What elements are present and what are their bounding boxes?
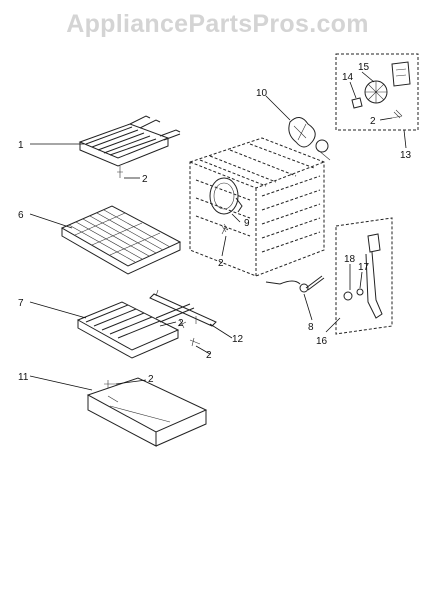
leader-lines	[29, 71, 407, 391]
callout-2: 2	[148, 374, 154, 385]
temperature-sensor	[265, 275, 325, 293]
callout-7: 7	[18, 298, 24, 309]
watermark: AppliancePartsPros.com	[66, 10, 369, 38]
convection-fan	[288, 117, 331, 161]
bracket-rail	[149, 289, 217, 327]
callout-2: 2	[178, 318, 184, 329]
callout-16: 16	[316, 336, 328, 347]
callout-15: 15	[358, 62, 370, 73]
callout-6: 6	[18, 210, 24, 221]
broil-element	[78, 115, 181, 178]
callout-13: 13	[400, 150, 412, 161]
callout-18: 18	[344, 254, 356, 265]
callout-2: 2	[206, 350, 212, 361]
latch-box	[335, 217, 393, 335]
screw-icons	[104, 115, 403, 388]
callout-10: 10	[256, 88, 268, 99]
oven-cavity	[189, 137, 325, 277]
bake-element	[76, 301, 195, 359]
callout-17: 17	[358, 262, 370, 273]
callout-1: 1	[18, 140, 24, 151]
callout-11: 11	[18, 372, 29, 383]
callout-9: 9	[244, 218, 250, 229]
callout-8: 8	[308, 322, 314, 333]
oven-rack	[60, 205, 182, 275]
callout-2: 2	[142, 174, 148, 185]
callout-12: 12	[232, 334, 244, 345]
fan-motor-box	[335, 53, 419, 131]
callout-2: 2	[370, 116, 376, 127]
callout-2: 2	[218, 258, 224, 269]
drip-tray	[86, 377, 208, 447]
callout-14: 14	[342, 72, 354, 83]
callout-labels: 1 2 6 7 2 12 2 11 2 2 9 10 8 15 14 2 13 …	[18, 62, 412, 385]
